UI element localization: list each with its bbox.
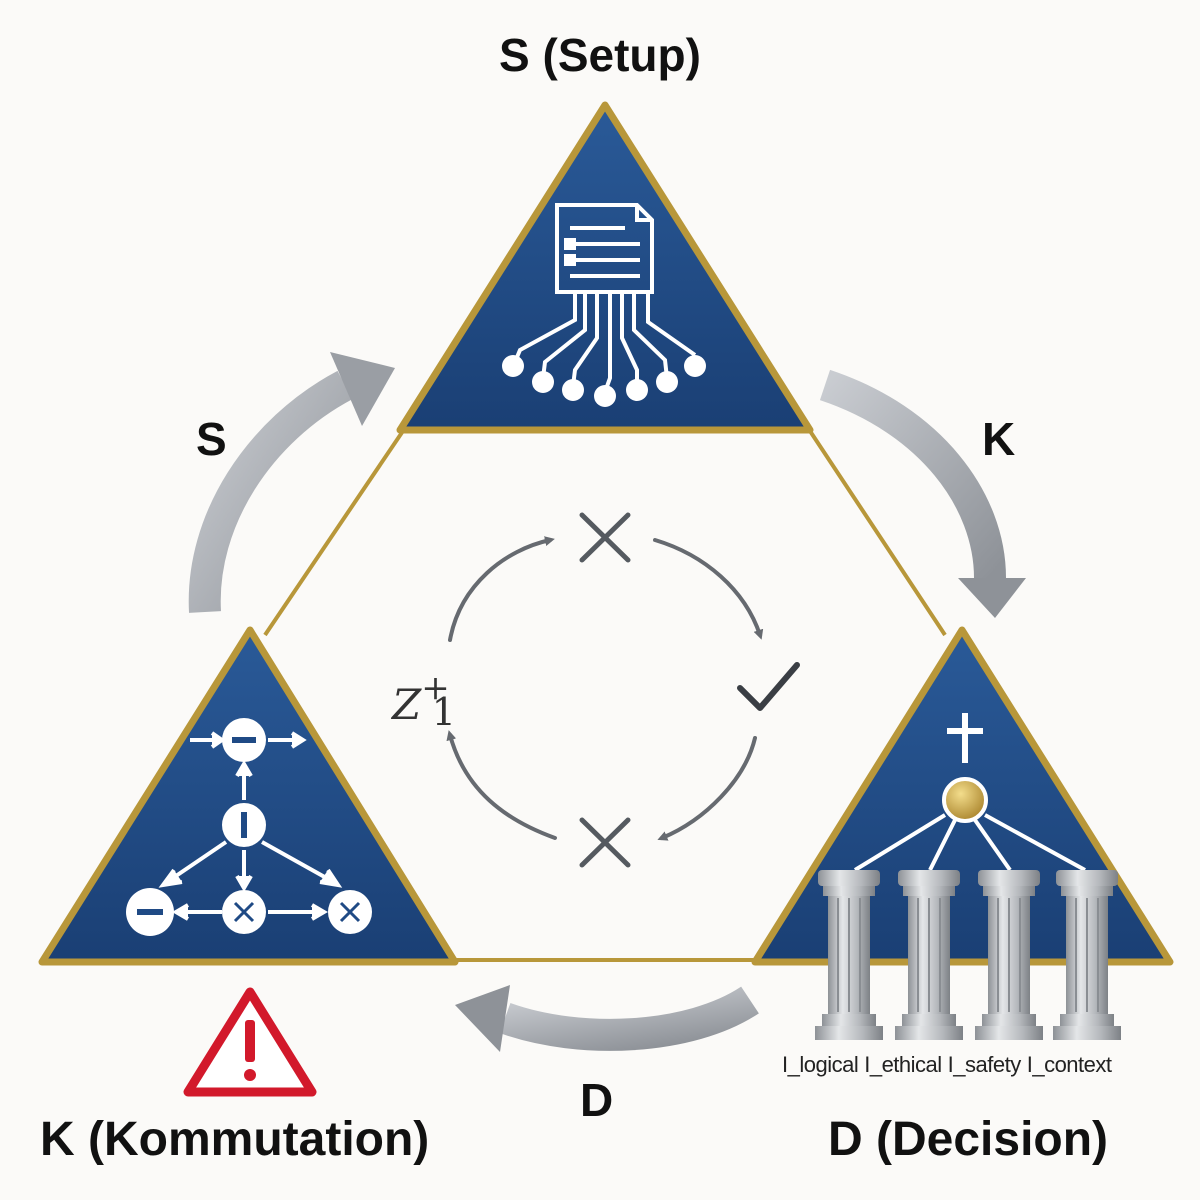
arrow-label-s: S xyxy=(196,413,227,465)
pillar-label-safety: I_safety xyxy=(947,1052,1022,1077)
pillar-logical xyxy=(815,870,883,1040)
inner-cycle xyxy=(446,536,764,841)
pillars-group xyxy=(815,870,1121,1040)
hierarchy-lines xyxy=(853,813,1086,872)
kommutation-triangle xyxy=(38,626,459,966)
network-nodes xyxy=(502,355,706,407)
pillar-label-logical: I_logical xyxy=(782,1052,859,1077)
z-plus-one-label: Z+1 xyxy=(392,668,456,734)
arrow-label-d: D xyxy=(580,1074,614,1126)
times-mark-top xyxy=(579,512,631,563)
commutation-graph-icon xyxy=(158,731,343,921)
pillar-context xyxy=(1053,870,1121,1040)
setup-triangle xyxy=(396,101,814,434)
decision-title: D (Decision) xyxy=(828,1113,1109,1166)
pillar-ethical xyxy=(895,870,963,1040)
z-sub: 1 xyxy=(431,690,456,734)
times-node-right xyxy=(328,890,372,934)
cycle-arrow-s xyxy=(188,352,395,613)
z-sup: + xyxy=(421,668,450,708)
cross-icon xyxy=(947,713,983,763)
check-mark-icon xyxy=(737,662,800,711)
pillar-safety xyxy=(975,870,1043,1040)
cycle-arrow-k xyxy=(819,369,1026,618)
setup-title: S (Setup) xyxy=(499,29,701,81)
pillar-label-ethical: I_ethical xyxy=(864,1052,942,1077)
minus-node-left xyxy=(126,888,174,936)
info-node-center xyxy=(222,803,266,847)
minus-node-top xyxy=(222,718,266,762)
pillar-label-context: I_context xyxy=(1026,1052,1112,1077)
z-base: Z xyxy=(392,680,422,729)
times-mark-bottom xyxy=(579,817,631,868)
gold-frame xyxy=(263,426,947,962)
document-network-icon xyxy=(513,203,669,393)
gold-orb-icon xyxy=(942,777,988,823)
arrow-label-k: K xyxy=(982,413,1016,465)
warning-icon xyxy=(183,987,317,1097)
kommutation-title: K (Kommutation) xyxy=(40,1113,430,1166)
times-node-center xyxy=(222,890,266,934)
cycle-arrow-d xyxy=(455,985,759,1052)
